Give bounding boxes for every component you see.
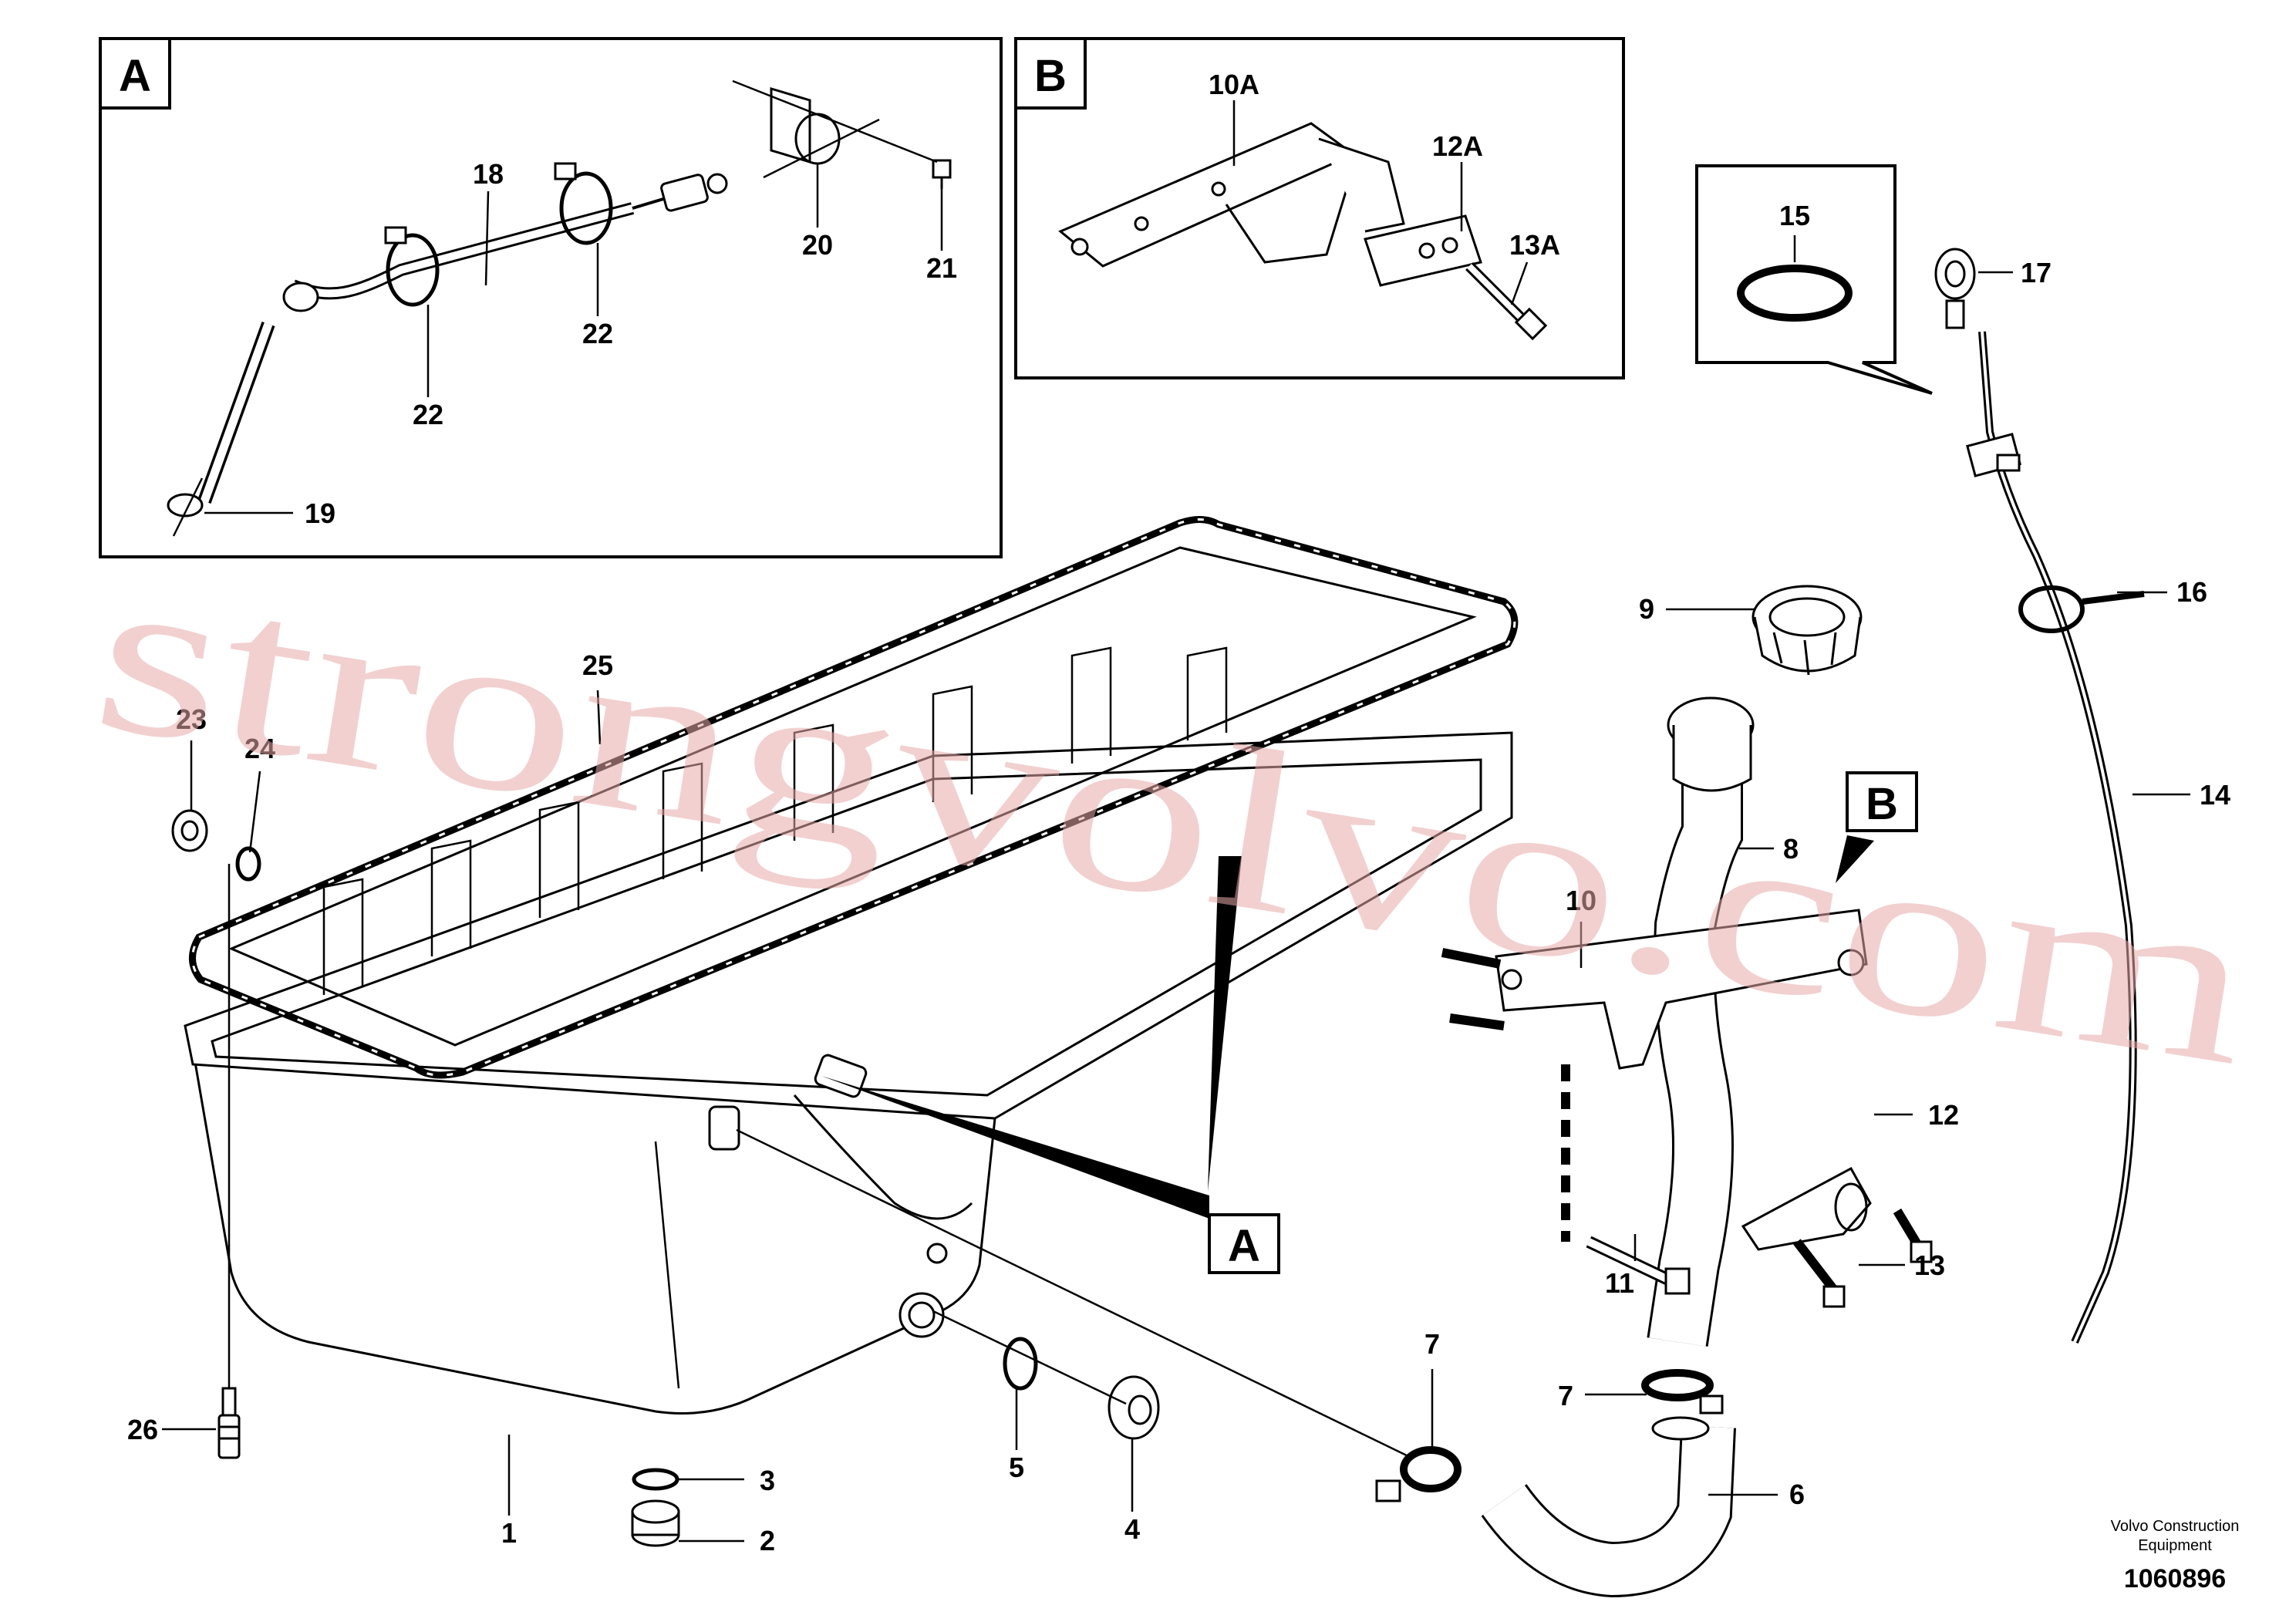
pointer-tag-a-letter: A — [1228, 1221, 1260, 1271]
pointer-tag-a: A — [821, 856, 1280, 1274]
callout-17: 17 — [2021, 257, 2052, 288]
callout-22-right: 22 — [582, 318, 613, 349]
cable-tie-strap-part — [2018, 585, 2145, 633]
clamp-bracket-part — [1364, 214, 1482, 287]
hose-clamp-lower-part — [1375, 1446, 1462, 1502]
detail-box-b-letter: B — [1034, 51, 1067, 101]
callout-1: 1 — [501, 1517, 517, 1549]
seal-washer-part — [235, 846, 261, 882]
bolt-part — [1465, 262, 1548, 341]
company-name-line1: Volvo Construction — [2111, 1518, 2240, 1535]
screw-part — [932, 159, 952, 189]
hose-clamp-upper-part — [1641, 1369, 1724, 1415]
callout-7-lower: 7 — [1558, 1380, 1573, 1411]
callout-5: 5 — [1009, 1452, 1024, 1483]
callout-14: 14 — [2200, 779, 2230, 811]
callout-11: 11 — [1605, 1267, 1634, 1299]
detail-box-a: A — [99, 37, 1003, 558]
dipstick-tube-assembly-part — [167, 173, 728, 537]
image-id: 1060896 — [2124, 1564, 2226, 1593]
callout-4: 4 — [1124, 1513, 1140, 1545]
pointer-tag-b-letter: B — [1866, 779, 1898, 829]
callout-3: 3 — [760, 1465, 775, 1496]
footer: Volvo Construction Equipment 1060896 — [2111, 1518, 2240, 1593]
hose-elbow-part — [1481, 1416, 1736, 1598]
callout-21: 21 — [926, 252, 957, 284]
callout-12: 12 — [1928, 1099, 1959, 1131]
callout-7-upper: 7 — [1424, 1328, 1440, 1360]
pointer-tag-b: B — [1836, 771, 1918, 883]
mounting-bracket-part — [1058, 122, 1405, 268]
callout-10a: 10A — [1209, 69, 1259, 100]
oil-pan-part — [184, 646, 1513, 1415]
company-name-line2: Equipment — [2138, 1537, 2212, 1554]
dipstick-part — [1966, 331, 2137, 1344]
callout-23: 23 — [176, 703, 207, 735]
callout-26: 26 — [127, 1414, 158, 1445]
callout-13a: 13A — [1509, 229, 1560, 261]
callout-10: 10 — [1566, 885, 1596, 916]
plug-part — [171, 809, 208, 852]
callout-13: 13 — [1914, 1249, 1945, 1281]
bolt-long-part — [1586, 1236, 1691, 1295]
callout-15: 15 — [1779, 200, 1810, 231]
tube-clamp-bracket-part — [1741, 1166, 1872, 1251]
detail-box-b: B — [1014, 37, 1625, 379]
callout-8: 8 — [1783, 833, 1799, 865]
leader-lines — [162, 271, 2190, 1543]
bolt-short-part — [1793, 1208, 1933, 1308]
cap-plug-part — [1108, 1375, 1160, 1440]
callout-labels: 1 2 3 4 5 6 7 7 8 9 10 11 12 13 14 15 16… — [127, 69, 2230, 1556]
callout-9: 9 — [1639, 593, 1654, 625]
drain-plug-part — [631, 1468, 680, 1547]
detail-box-o-ring — [1695, 164, 1933, 395]
callout-19: 19 — [305, 497, 335, 529]
callout-25: 25 — [582, 649, 613, 681]
filler-tube-bracket-part — [1441, 909, 1868, 1070]
callout-2: 2 — [760, 1525, 775, 1556]
dipstick-handle-part — [1934, 248, 1976, 329]
filler-cap-part — [1752, 585, 1863, 676]
callout-16: 16 — [2176, 576, 2207, 608]
oil-level-sensor-part — [217, 864, 241, 1459]
callout-22-left: 22 — [413, 399, 443, 430]
callout-20: 20 — [802, 229, 833, 261]
callout-24: 24 — [244, 733, 275, 764]
callout-18: 18 — [473, 158, 504, 190]
seal-ring-part — [1003, 1337, 1038, 1391]
hose-clamp-part — [384, 162, 613, 307]
gasket-part — [189, 516, 1519, 1079]
detail-box-a-letter: A — [119, 51, 151, 101]
callout-12a: 12A — [1432, 130, 1483, 162]
oil-filler-tube-part — [1561, 696, 1755, 1347]
callout-6: 6 — [1789, 1479, 1805, 1510]
